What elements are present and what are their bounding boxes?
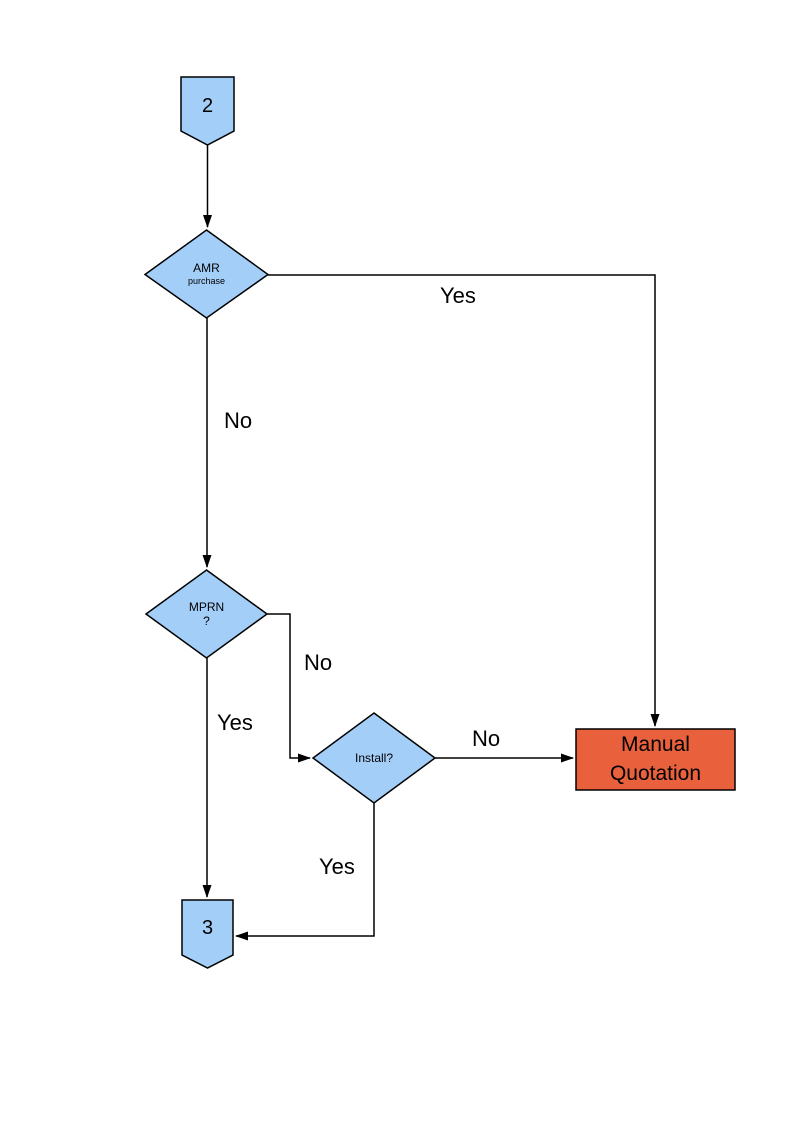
edge-label-amr-no: No: [224, 408, 253, 433]
decision-install-shape: [311, 712, 437, 804]
edge-amr-yes-to-manual-quotation: [268, 274, 660, 727]
edge-mprn-no-to-install: [267, 613, 311, 763]
decision-amr-shape: [143, 229, 270, 319]
edge-label-mprn-no: No: [304, 650, 333, 675]
process-manual-quotation-shape: [575, 728, 736, 791]
edge-label-mprn-yes: Yes: [217, 710, 253, 735]
connector-3-shape: [181, 899, 234, 969]
decision-mprn-shape: [144, 569, 269, 659]
edge-install-yes-to-connector3: [235, 803, 375, 941]
connector-2-shape: [180, 76, 235, 146]
edge-label-amr-yes: Yes: [440, 283, 476, 308]
edge-label-install-no: No: [472, 726, 501, 751]
edge-label-install-yes: Yes: [319, 854, 355, 879]
